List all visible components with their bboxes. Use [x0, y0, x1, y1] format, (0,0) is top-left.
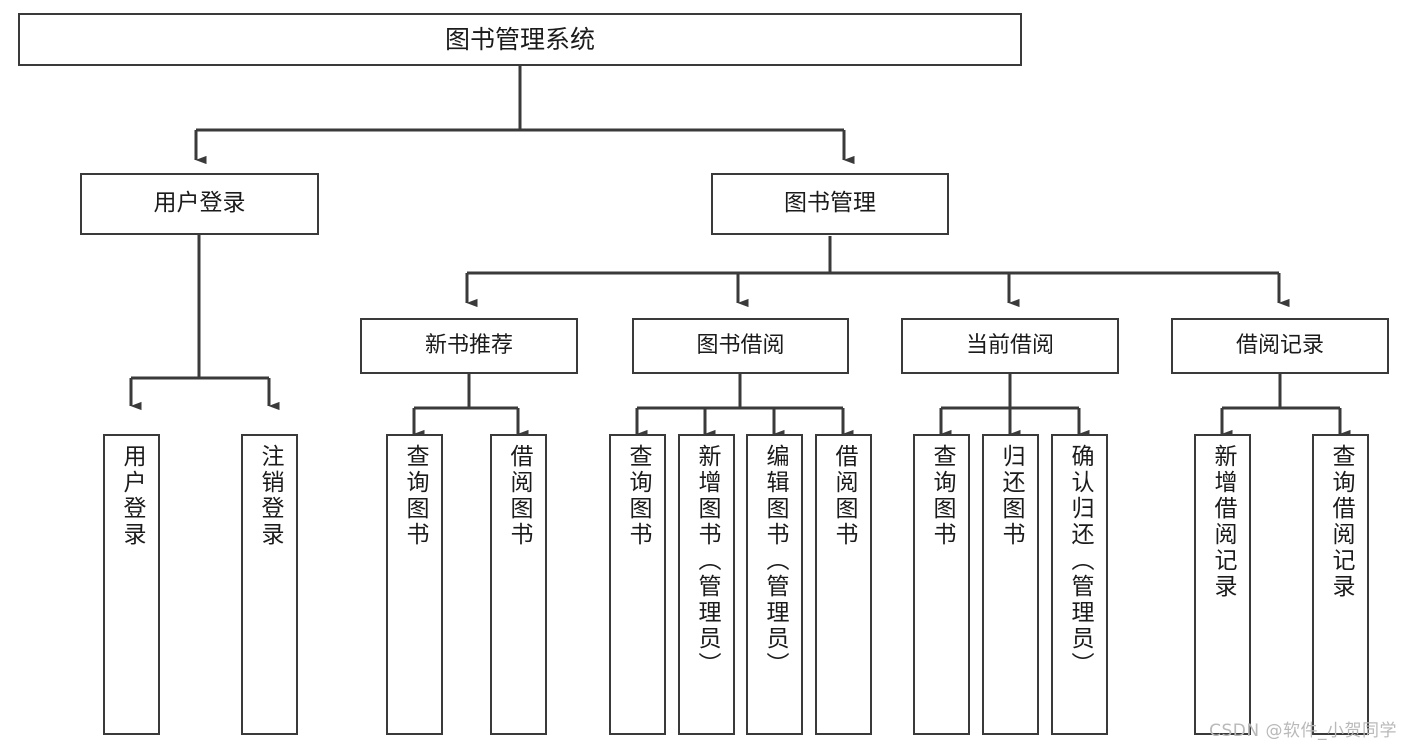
leaf-edit-book-admin-label: 编辑图书（管理员）	[762, 444, 788, 678]
leaf-return-book[interactable]: 归还图书	[982, 434, 1039, 735]
leaf-query-borrow-record-label: 查询借阅记录	[1328, 444, 1354, 600]
leaf-logout[interactable]: 注销登录	[241, 434, 298, 735]
node-user-login-label: 用户登录	[153, 190, 246, 217]
leaf-add-borrow-record-label: 新增借阅记录	[1210, 444, 1236, 600]
leaf-add-book-admin[interactable]: 新增图书（管理员）	[678, 434, 735, 735]
leaf-query-book-borrow-label: 查询图书	[625, 444, 651, 548]
node-book-borrow[interactable]: 图书借阅	[632, 318, 849, 374]
leaf-logout-label: 注销登录	[257, 444, 283, 548]
leaf-borrow-book[interactable]: 借阅图书	[815, 434, 872, 735]
leaf-query-book-recommend-label: 查询图书	[402, 444, 428, 548]
leaf-borrow-book-recommend[interactable]: 借阅图书	[490, 434, 547, 735]
node-borrow-record[interactable]: 借阅记录	[1171, 318, 1389, 374]
leaf-confirm-return-admin[interactable]: 确认归还（管理员）	[1051, 434, 1108, 735]
leaf-add-book-admin-label: 新增图书（管理员）	[694, 444, 720, 678]
leaf-query-book-current-label: 查询图书	[929, 444, 955, 548]
leaf-query-borrow-record[interactable]: 查询借阅记录	[1312, 434, 1369, 735]
leaf-query-book-current[interactable]: 查询图书	[913, 434, 970, 735]
leaf-borrow-book-label: 借阅图书	[831, 444, 857, 548]
leaf-query-book-recommend[interactable]: 查询图书	[386, 434, 443, 735]
node-root-system-label: 图书管理系统	[444, 24, 595, 54]
node-book-borrow-label: 图书借阅	[696, 333, 785, 359]
leaf-confirm-return-admin-label: 确认归还（管理员）	[1067, 444, 1093, 678]
node-borrow-record-label: 借阅记录	[1235, 333, 1324, 359]
leaf-query-book-borrow[interactable]: 查询图书	[609, 434, 666, 735]
node-current-borrow-label: 当前借阅	[965, 333, 1054, 359]
leaf-borrow-book-recommend-label: 借阅图书	[506, 444, 532, 548]
watermark-text: CSDN @软件_小贺同学	[1209, 721, 1397, 741]
node-root-system[interactable]: 图书管理系统	[18, 13, 1022, 66]
leaf-edit-book-admin[interactable]: 编辑图书（管理员）	[746, 434, 803, 735]
node-current-borrow[interactable]: 当前借阅	[901, 318, 1119, 374]
node-book-management[interactable]: 图书管理	[711, 173, 949, 235]
node-new-book-recommend-label: 新书推荐	[424, 333, 513, 359]
node-new-book-recommend[interactable]: 新书推荐	[360, 318, 578, 374]
leaf-user-login[interactable]: 用户登录	[103, 434, 160, 735]
node-book-management-label: 图书管理	[784, 190, 876, 217]
leaf-return-book-label: 归还图书	[998, 444, 1024, 548]
leaf-add-borrow-record[interactable]: 新增借阅记录	[1194, 434, 1251, 735]
node-user-login[interactable]: 用户登录	[80, 173, 319, 235]
leaf-user-login-label: 用户登录	[119, 444, 145, 548]
